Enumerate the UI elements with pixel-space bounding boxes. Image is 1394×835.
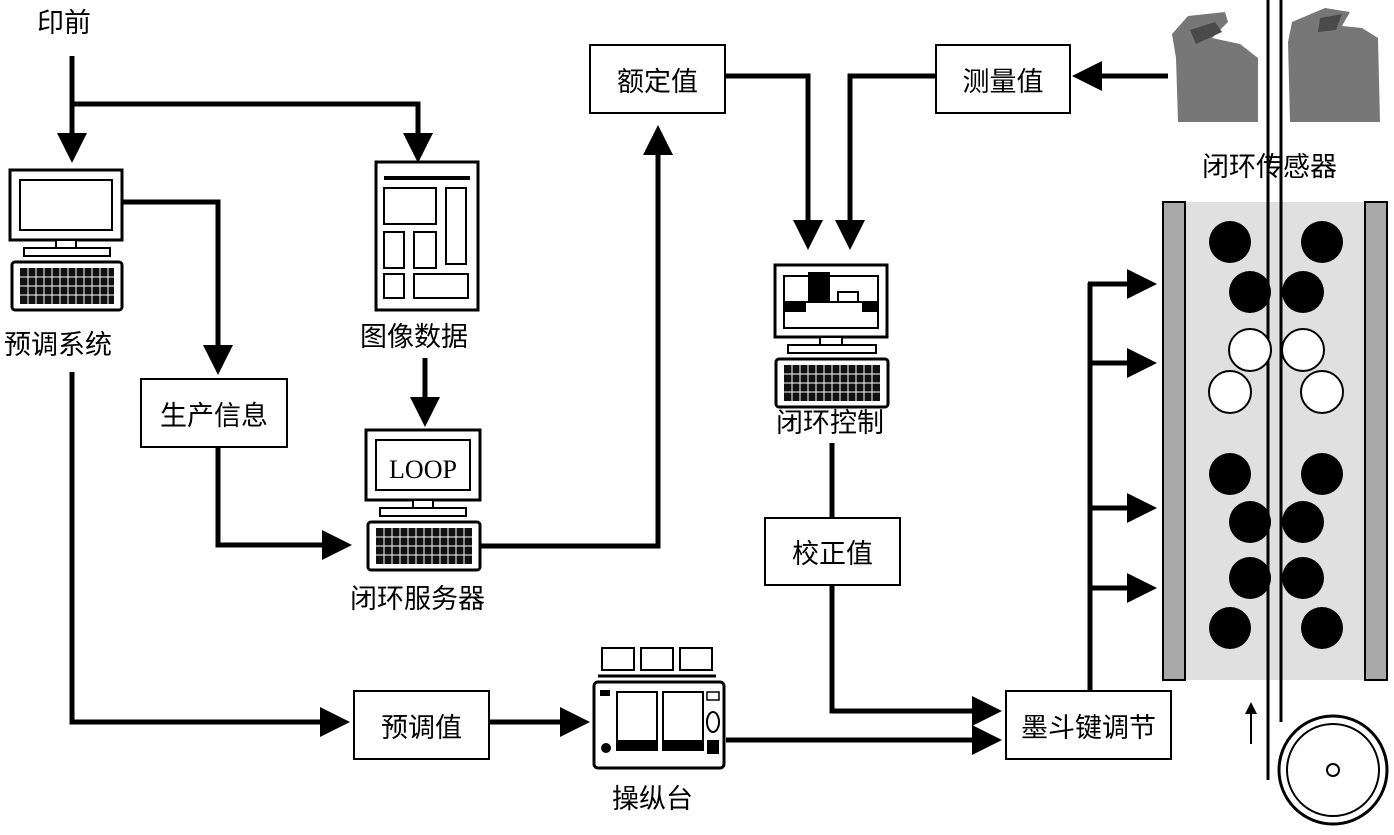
connectors [57,56,1168,755]
loop-sensor-icon [1172,0,1380,150]
ink-key-adjust-box: 墨斗键调节 [1005,690,1172,760]
label-loop-control: 闭环控制 [776,408,884,439]
preset-value-box: 预调值 [353,690,490,760]
loop-control-computer-icon [773,263,890,409]
production-info-box: 生产信息 [140,378,288,448]
arrow-measured-value-to-loop-control [835,73,935,250]
correction-value-box: 校正值 [764,517,901,586]
printing-unit-icon [1162,150,1389,826]
label-preset-system: 预调系统 [4,330,112,361]
loop-server-computer-icon: LOOP [364,428,482,572]
arrow-preset-system-to-production-info [122,199,233,375]
loop-screen-text: LOOP [389,455,457,484]
label-loop-sensor: 闭环传感器 [1202,152,1337,183]
preset-system-computer-icon [8,168,124,312]
arrow-loop-server-to-rated-value [480,125,673,549]
image-data-document-icon [374,160,480,312]
console-icon [592,647,726,770]
label-image-data: 图像数据 [360,322,468,353]
arrow-production-info-to-loop-server [215,448,352,560]
arrow-rated-value-to-loop-control [726,73,823,250]
rated-value-box: 额定值 [589,44,726,114]
label-loop-server: 闭环服务器 [350,584,485,615]
measured-value-box: 测量值 [935,44,1071,114]
label-prepress: 印前 [37,8,91,39]
arrow-prepress-to-image-data [72,101,433,163]
arrow-preset-system-to-preset-value [69,372,350,737]
label-console: 操纵台 [612,784,693,815]
arrow-correction-to-ink-key [829,586,1002,726]
